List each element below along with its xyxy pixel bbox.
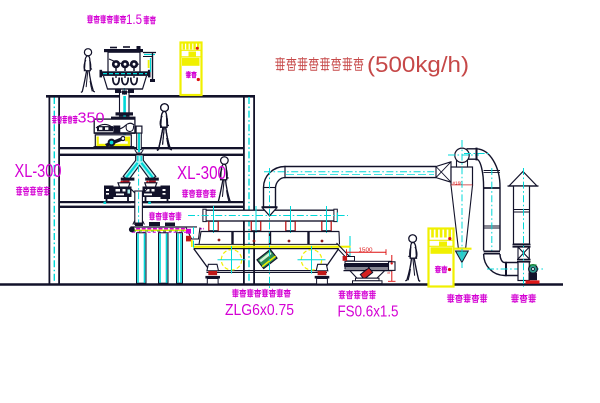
svg-text:XL-300: XL-300 (177, 163, 226, 183)
svg-text:#160: #160 (453, 180, 464, 185)
svg-text:FS0.6x1.5: FS0.6x1.5 (338, 304, 399, 321)
svg-text:XL-300: XL-300 (15, 161, 62, 181)
svg-text:350: 350 (78, 111, 105, 127)
svg-text:1.5: 1.5 (126, 11, 142, 27)
svg-text:(500kg/h): (500kg/h) (367, 52, 469, 77)
svg-text:1500: 1500 (359, 248, 373, 254)
svg-text:ZLG6x0.75: ZLG6x0.75 (225, 302, 294, 319)
